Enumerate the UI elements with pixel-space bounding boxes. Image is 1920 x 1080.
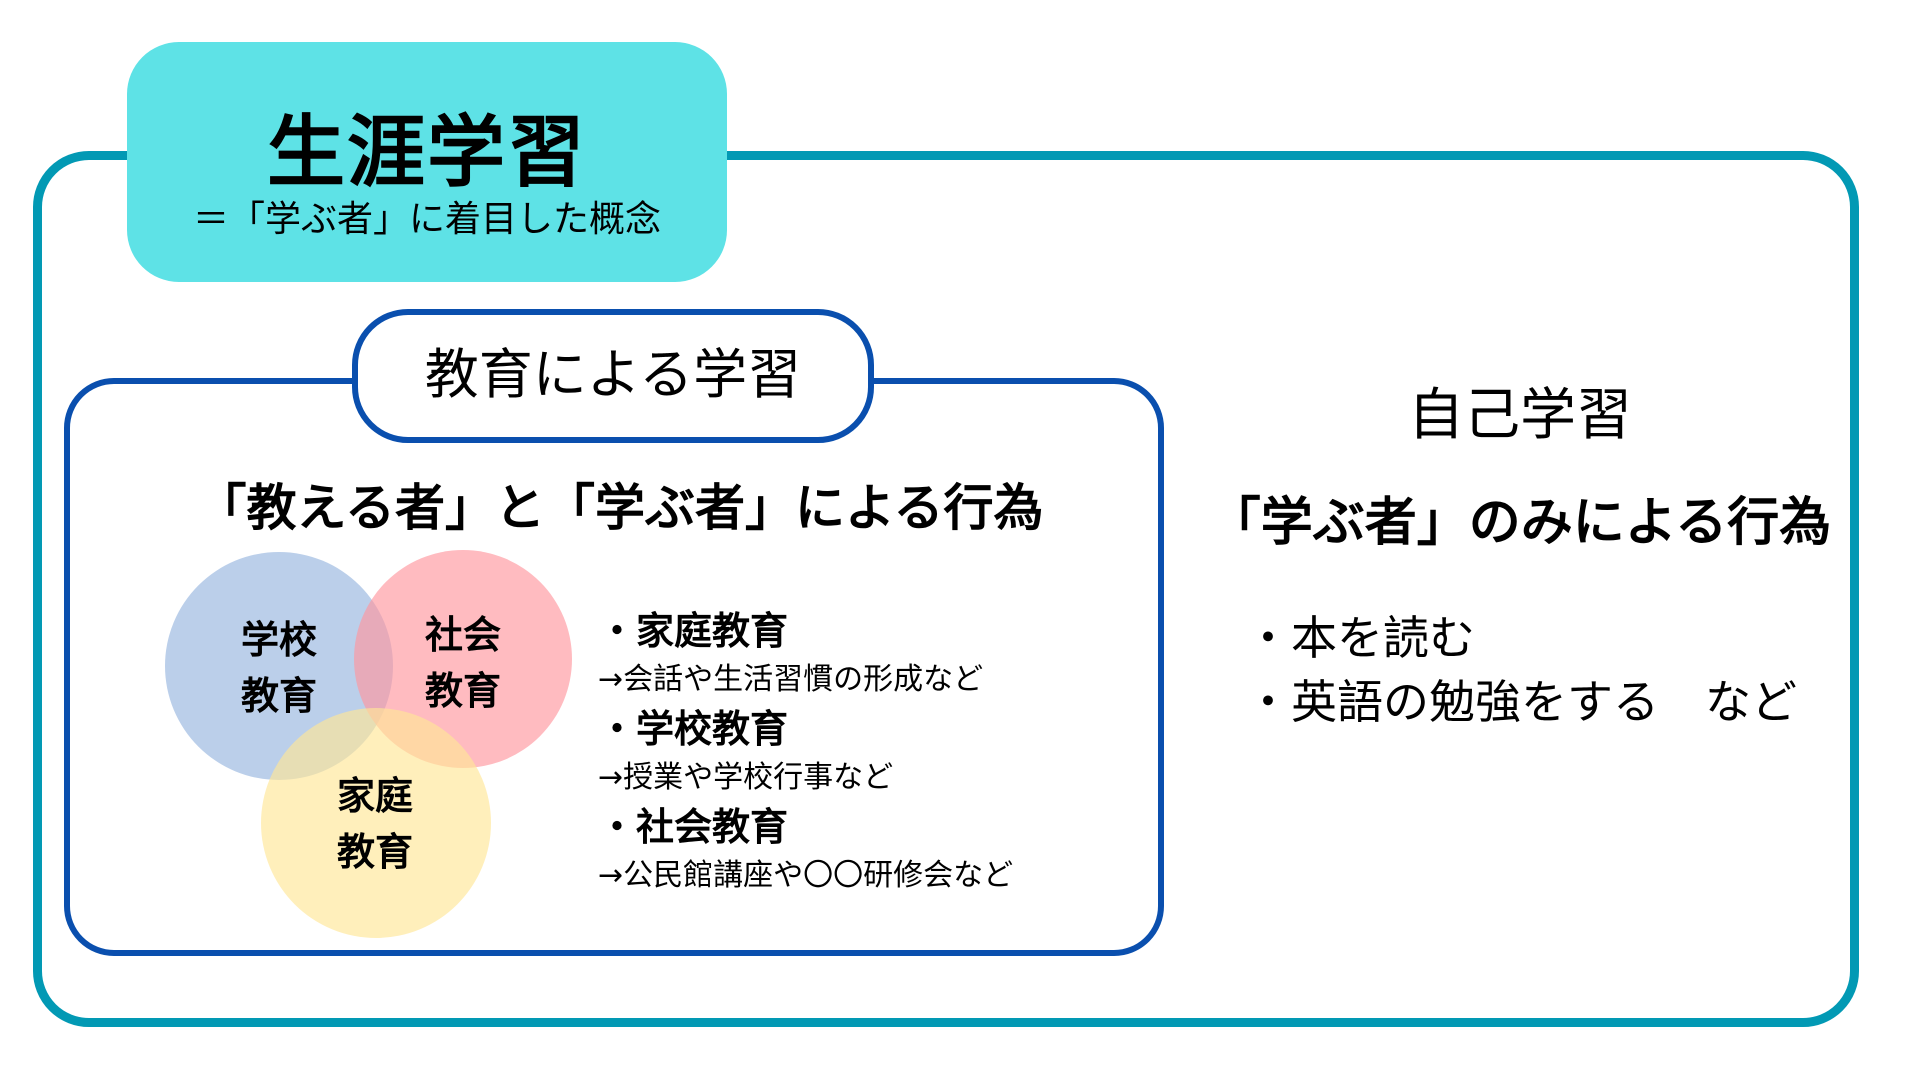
title-box: 生涯学習 ＝「学ぶ者」に着目した概念 [127, 42, 727, 282]
self-learning-heading: 「学ぶ者」のみによる行為 [1208, 493, 1832, 553]
list-item-desc: →会話や生活習慣の形成など [598, 662, 984, 697]
venn-label-school: 学校 教育 [219, 612, 339, 724]
page-title: 生涯学習 [266, 108, 587, 198]
venn-label-school-line1: 学校 [240, 618, 317, 662]
venn-label-home: 家庭 教育 [315, 768, 435, 880]
list-item-desc: →公民館講座や〇〇研修会など [598, 858, 1014, 893]
venn-circle-home [261, 708, 491, 938]
list-item-desc: →授業や学校行事など [598, 760, 894, 795]
venn-label-home-line1: 家庭 [336, 774, 413, 818]
page-subtitle: ＝「学ぶ者」に着目した概念 [192, 199, 661, 240]
list-item-head: ・学校教育 [598, 707, 789, 751]
education-learning-heading: 「教える者」と「学ぶ者」による行為 [196, 479, 1044, 537]
venn-label-social-line1: 社会 [424, 613, 501, 657]
education-type-list: ・家庭教育 →会話や生活習慣の形成など ・学校教育 →授業や学校行事など ・社会… [598, 605, 1013, 899]
list-item: ・英語の勉強をする など [1245, 675, 1797, 729]
venn-label-school-line2: 教育 [240, 674, 317, 718]
self-learning-list: ・本を読む ・英語の勉強をする など [1245, 606, 1797, 734]
self-learning-title: 自己学習 [1408, 383, 1632, 448]
venn-label-social: 社会 教育 [403, 607, 523, 719]
venn-label-social-line2: 教育 [424, 669, 501, 713]
list-item: ・本を読む [1245, 611, 1475, 665]
venn-label-home-line2: 教育 [336, 830, 413, 874]
list-item-head: ・社会教育 [598, 805, 789, 849]
lifelong-learning-frame [33, 151, 1859, 1027]
list-item-head: ・家庭教育 [598, 609, 789, 653]
education-learning-label: 教育による学習 [352, 309, 874, 443]
